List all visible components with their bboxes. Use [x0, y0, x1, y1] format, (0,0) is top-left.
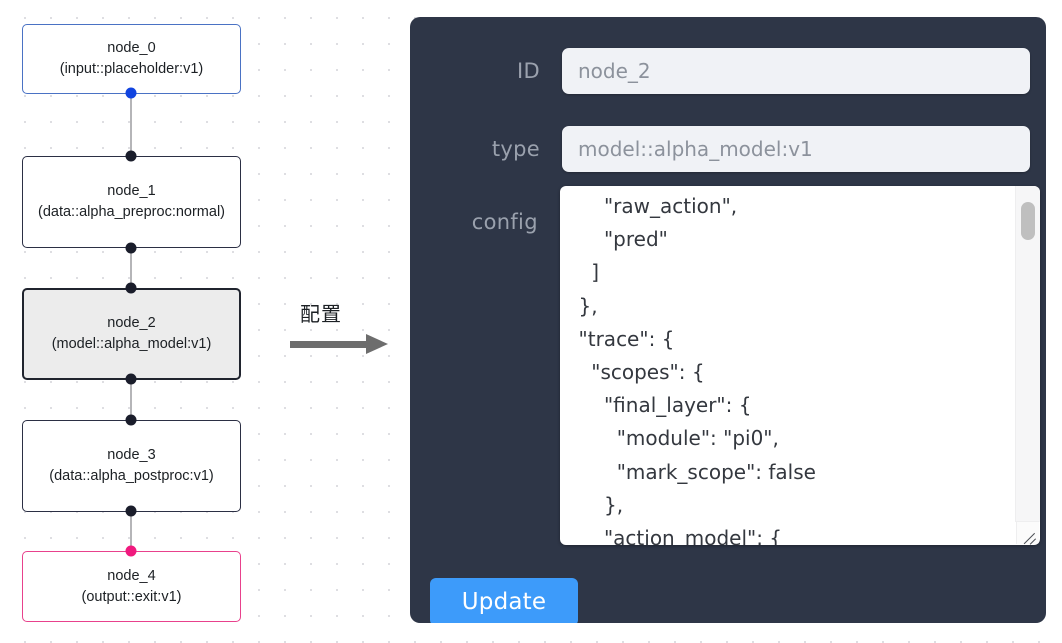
- config-textarea-wrapper: "raw_action", "pred" ] }, "trace": { "sc…: [559, 186, 1040, 545]
- edge-node2-node3: [130, 379, 132, 421]
- graph-node-label: node_0 (input::placeholder:v1): [59, 40, 204, 77]
- transition-caption: 配置: [300, 302, 342, 326]
- type-field-row: type: [450, 126, 1030, 172]
- id-input[interactable]: [562, 48, 1030, 94]
- port-node_3-output[interactable]: [125, 505, 137, 517]
- type-field-label: type: [491, 137, 540, 161]
- port-node_3-input[interactable]: [125, 414, 137, 426]
- node-inspector-panel: ID type config "raw_action", "pred" ] },…: [410, 17, 1046, 623]
- graph-node-node_3[interactable]: node_3 (data::alpha_postproc:v1): [22, 420, 241, 512]
- port-node_4-input[interactable]: [125, 545, 137, 557]
- graph-node-node_1[interactable]: node_1 (data::alpha_preproc:normal): [22, 156, 241, 248]
- config-field-label: config: [471, 210, 538, 234]
- resize-handle-icon[interactable]: [1016, 521, 1039, 544]
- graph-node-node_0[interactable]: node_0 (input::placeholder:v1): [22, 24, 241, 94]
- port-node_1-input[interactable]: [125, 150, 137, 162]
- graph-node-label: node_4 (output::exit:v1): [81, 567, 182, 605]
- graph-node-node_4[interactable]: node_4 (output::exit:v1): [22, 551, 241, 622]
- graph-node-label: node_3 (data::alpha_postproc:v1): [49, 447, 214, 484]
- config-field-row: config "raw_action", "pred" ] }, "trace"…: [450, 186, 1040, 545]
- edge-node0-node1: [130, 93, 132, 156]
- edge-node3-node4: [130, 511, 132, 551]
- type-input[interactable]: [562, 126, 1030, 172]
- config-textarea[interactable]: "raw_action", "pred" ] }, "trace": { "sc…: [559, 186, 1028, 545]
- config-scrollbar-thumb[interactable]: [1021, 202, 1035, 240]
- port-node_2-output[interactable]: [125, 373, 137, 385]
- port-node_2-input[interactable]: [125, 282, 137, 294]
- id-field-label: ID: [517, 59, 540, 83]
- arrow-shaft: [290, 341, 368, 348]
- graph-node-node_2[interactable]: node_2 (model::alpha_model:v1): [22, 288, 241, 380]
- graph-node-label: node_2 (model::alpha_model:v1): [51, 315, 212, 352]
- transition-annotation: 配置: [290, 298, 400, 357]
- graph-node-label: node_1 (data::alpha_preproc:normal): [38, 183, 225, 220]
- port-node_0-output[interactable]: [125, 87, 137, 99]
- id-field-row: ID: [450, 48, 1030, 94]
- arrow-head: [366, 334, 388, 354]
- port-node_1-output[interactable]: [125, 242, 137, 254]
- config-scrollbar[interactable]: [1015, 186, 1040, 522]
- edge-node1-node2: [130, 248, 132, 288]
- update-button[interactable]: Update: [430, 578, 578, 623]
- right-arrow-icon: [290, 333, 400, 357]
